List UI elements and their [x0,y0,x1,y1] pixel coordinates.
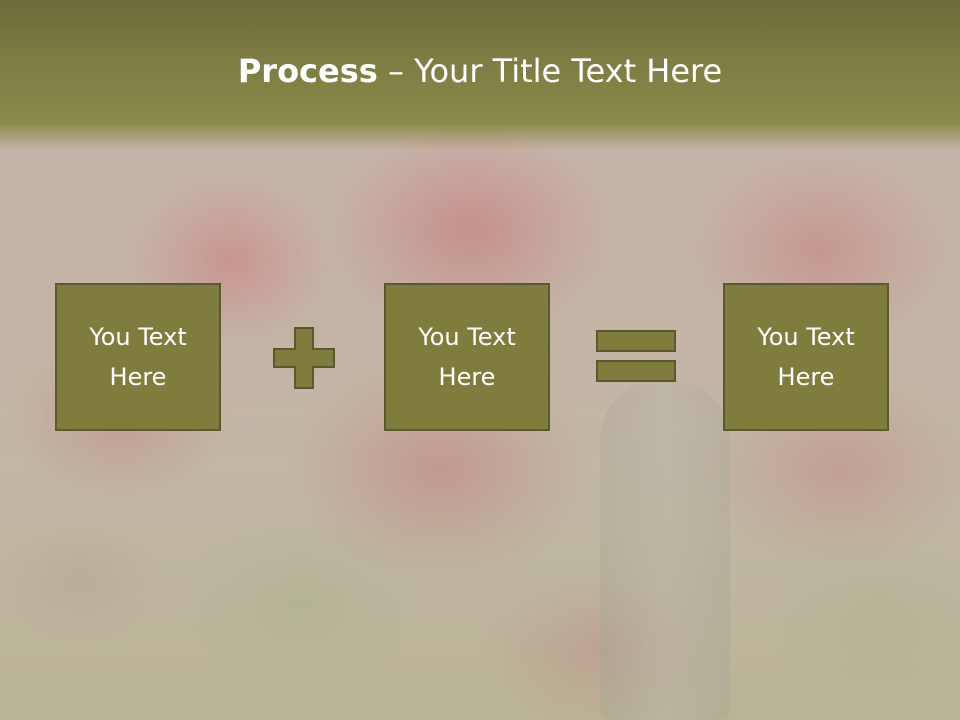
box-line-1: You Text [757,323,855,351]
process-box-2-text: You Text Here [418,317,516,397]
process-box-3[interactable]: You Text Here [723,283,889,431]
process-box-3-text: You Text Here [757,317,855,397]
process-box-2[interactable]: You Text Here [384,283,550,431]
tree-trunk-shape [600,380,730,720]
slide-title: Process – Your Title Text Here [0,52,960,90]
title-bar [0,0,960,150]
box-line-1: You Text [89,323,187,351]
box-line-2: Here [777,363,835,391]
process-box-1[interactable]: You Text Here [55,283,221,431]
plus-icon [273,327,335,389]
process-box-1-text: You Text Here [89,317,187,397]
box-line-1: You Text [418,323,516,351]
equals-icon [596,330,676,382]
title-bold: Process [237,52,378,90]
box-line-2: Here [438,363,496,391]
box-line-2: Here [109,363,167,391]
title-rest: – Your Title Text Here [377,52,723,90]
